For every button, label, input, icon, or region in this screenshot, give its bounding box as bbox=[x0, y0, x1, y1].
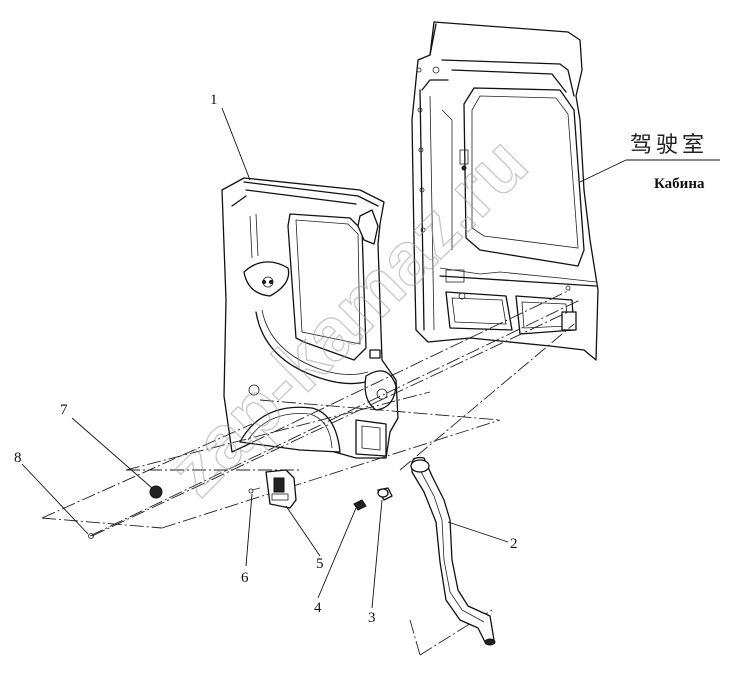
callout-1: 1 bbox=[210, 92, 218, 108]
screw-part-6 bbox=[248, 487, 261, 494]
callout-7: 7 bbox=[60, 402, 68, 418]
callout-8: 8 bbox=[14, 450, 22, 466]
nut-part-7 bbox=[149, 485, 163, 499]
cabin-door-frame bbox=[411, 21, 599, 361]
door-trim-panel bbox=[221, 177, 399, 459]
callout-2: 2 bbox=[510, 536, 518, 552]
rivet-part-8 bbox=[88, 533, 94, 539]
clip-part-4 bbox=[353, 499, 367, 511]
grab-handle bbox=[410, 456, 496, 646]
cabin-label-russian: Кабина bbox=[654, 176, 705, 192]
callout-numbers: 1 2 3 4 5 6 7 8 bbox=[14, 92, 518, 626]
leader-lines bbox=[21, 107, 720, 609]
cabin-label-chinese: 驾驶室 bbox=[630, 133, 708, 158]
bolt-part-3 bbox=[377, 487, 393, 501]
callout-6: 6 bbox=[241, 570, 249, 586]
latch-bracket-part-5 bbox=[265, 469, 297, 509]
callout-4: 4 bbox=[314, 600, 322, 616]
callout-3: 3 bbox=[368, 610, 376, 626]
callout-5: 5 bbox=[316, 556, 324, 572]
